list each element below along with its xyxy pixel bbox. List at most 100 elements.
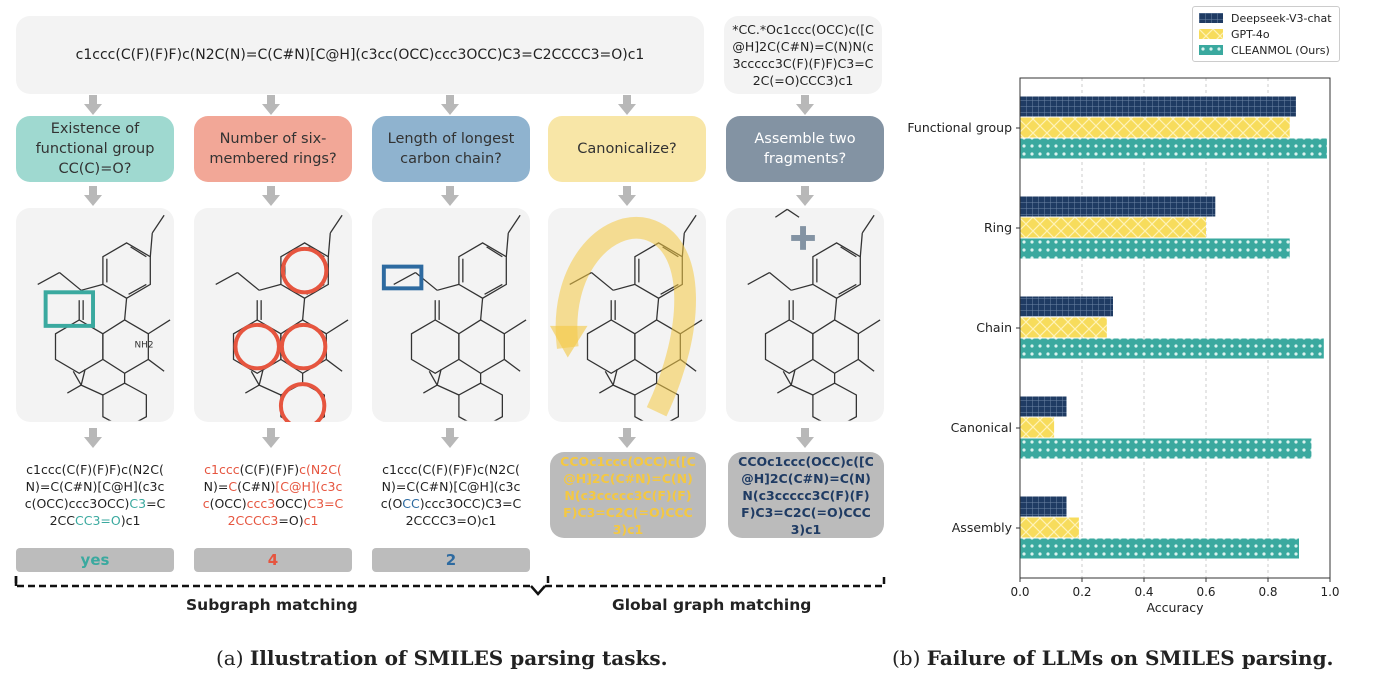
subgraph-matching-label: Subgraph matching [186, 596, 358, 614]
plot-frame [1019, 77, 1331, 579]
molecule-structure [381, 208, 530, 422]
question-canonicalize: Canonicalize? [548, 116, 706, 182]
bar [1020, 517, 1079, 538]
bar [1020, 438, 1312, 459]
bar [1020, 296, 1113, 317]
bar [1020, 538, 1299, 559]
down-arrow-icon [84, 186, 102, 206]
x-tick-label: 0.6 [1196, 585, 1215, 599]
question-ring-count: Number of six-membered rings? [194, 116, 352, 182]
down-arrow-icon [84, 95, 102, 115]
caption-a: (a) Illustration of SMILES parsing tasks… [216, 646, 668, 670]
caption-b-title: Failure of LLMs on SMILES parsing. [926, 646, 1334, 670]
answer-ring-count: 4 [194, 548, 352, 572]
x-tick-label: 0.8 [1258, 585, 1277, 599]
down-arrow-icon [441, 186, 459, 206]
global-graph-matching-label: Global graph matching [612, 596, 812, 614]
molecule-panel-canonical [548, 208, 706, 422]
molecule-structure [549, 208, 706, 422]
x-axis-label: Accuracy [1146, 600, 1204, 615]
smiles-highlight-functional-group: c1ccc(C(F)(F)F)c(N2C( N)=C(C#N)[C@H](c3c… [16, 452, 174, 538]
molecule-panel-chain [372, 208, 530, 422]
bar [1020, 217, 1206, 238]
molecule-structure: NH2 [16, 208, 174, 422]
legend-swatch [1199, 29, 1223, 39]
down-arrow-icon [796, 95, 814, 115]
question-assemble: Assemble two fragments? [726, 116, 884, 182]
down-arrow-icon [618, 428, 636, 448]
down-arrow-icon [796, 428, 814, 448]
fragments-smiles-text: *CC.*Oc1ccc(OCC)c([C@H]2C(C#N)=C(N)N(c3c… [732, 22, 874, 88]
bar [1020, 417, 1055, 438]
input-smiles-box: c1ccc(C(F)(F)F)c(N2C(N)=C(C#N)[C@H](c3cc… [16, 16, 704, 94]
down-arrow-icon [262, 428, 280, 448]
caption-b: (b) Failure of LLMs on SMILES parsing. [892, 646, 1334, 670]
smiles-text: c1ccc(C(F)(F)F)c(N2C( N)=C(C#N)[C@H](c3c… [202, 462, 344, 528]
legend-item-gpt4o: GPT-4o [1199, 27, 1270, 41]
bar [1020, 196, 1216, 217]
question-text: Assemble two fragments? [754, 131, 856, 167]
down-arrow-icon [84, 428, 102, 448]
answer-chain-length: 2 [372, 548, 530, 572]
caption-a-prefix: (a) [216, 646, 244, 670]
down-arrow-icon [262, 95, 280, 115]
question-text: Canonicalize? [577, 141, 677, 157]
legend-item-cleanmol: CLEANMOL (Ours) [1199, 43, 1330, 57]
smiles-highlight-rings: c1ccc(C(F)(F)F)c(N2C( N)=C(C#N)[C@H](c3c… [194, 452, 352, 538]
bar [1020, 317, 1107, 338]
legend-swatch [1199, 13, 1223, 23]
question-carbon-chain: Length of longest carbon chain? [372, 116, 530, 182]
down-arrow-icon [618, 95, 636, 115]
answer-text: 4 [267, 551, 279, 569]
answer-text: yes [80, 551, 110, 569]
nh2-label: NH2 [135, 341, 154, 351]
answer-text: 2 [445, 551, 457, 569]
plus-icon [791, 226, 815, 250]
down-arrow-icon [441, 95, 459, 115]
bar [1020, 96, 1296, 117]
bar [1020, 496, 1067, 517]
assembled-smiles-text: CCOc1ccc(OCC)c([C@H]2C(C#N)=C(N)N(c3cccc… [738, 453, 874, 537]
molecule-structure [726, 208, 884, 422]
smiles-text: c1ccc(C(F)(F)F)c(N2C( N)=C(C#N)[C@H](c3c… [24, 462, 166, 528]
bar [1020, 338, 1324, 359]
y-tick-label: Assembly [952, 520, 1013, 535]
y-tick-label: Ring [984, 220, 1012, 235]
answer-functional-group: yes [16, 548, 174, 572]
caption-b-prefix: (b) [892, 646, 921, 670]
caption-a-title: Illustration of SMILES parsing tasks. [249, 646, 668, 670]
down-arrow-icon [262, 186, 280, 206]
input-smiles-text: c1ccc(C(F)(F)F)c(N2C(N)=C(C#N)[C@H](c3cc… [75, 47, 645, 63]
legend-item-deepseek: Deepseek-V3-chat [1199, 11, 1332, 25]
molecule-panel-rings [194, 208, 352, 430]
legend-label: CLEANMOL (Ours) [1231, 43, 1330, 57]
y-tick-label: Functional group [907, 120, 1012, 135]
section-brackets [14, 576, 886, 596]
bar [1020, 238, 1290, 259]
molecule-structure [194, 208, 352, 430]
bar [1020, 396, 1067, 417]
question-functional-group: Existence of functional group CC(C)=O? [16, 116, 174, 182]
fragments-smiles-box: *CC.*Oc1ccc(OCC)c([C@H]2C(C#N)=C(N)N(c3c… [724, 16, 882, 94]
down-arrow-icon [618, 186, 636, 206]
question-text: Number of six-membered rings? [209, 131, 337, 167]
chart-legend: Deepseek-V3-chat GPT-4o CLEANMOL (Ours) [1192, 6, 1340, 62]
legend-swatch [1199, 45, 1223, 55]
legend-label: Deepseek-V3-chat [1231, 11, 1332, 25]
smiles-highlight-chain: c1ccc(C(F)(F)F)c(N2C( N)=C(C#N)[C@H](c3c… [372, 452, 530, 538]
bar [1020, 138, 1327, 159]
bar [1020, 117, 1290, 138]
x-tick-label: 1.0 [1320, 585, 1339, 599]
legend-label: GPT-4o [1231, 27, 1270, 41]
molecule-panel-assembly [726, 208, 884, 422]
canonical-smiles-box: CCOc1ccc(OCC)c([C@H]2C(C#N)=C(N)N(c3cccc… [550, 452, 706, 538]
canonical-smiles-text: CCOc1ccc(OCC)c([C@H]2C(C#N)=C(N)N(c3cccc… [560, 453, 696, 537]
assembled-smiles-box: CCOc1ccc(OCC)c([C@H]2C(C#N)=C(N)N(c3cccc… [728, 452, 884, 538]
smiles-text: c1ccc(C(F)(F)F)c(N2C( N)=C(C#N)[C@H](c3c… [380, 462, 522, 528]
y-tick-label: Canonical [951, 420, 1012, 435]
question-text: Length of longest carbon chain? [387, 131, 515, 167]
question-text: Existence of functional group CC(C)=O? [35, 121, 155, 177]
down-arrow-icon [441, 428, 459, 448]
y-tick-label: Chain [976, 320, 1012, 335]
